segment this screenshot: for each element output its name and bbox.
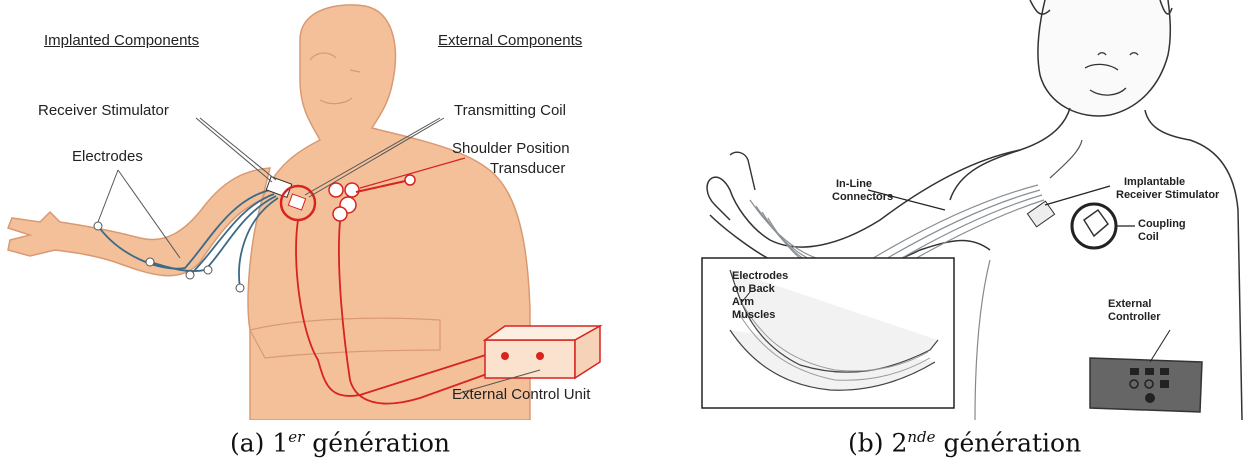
heading-implanted-components: Implanted Components (44, 32, 199, 49)
caption-a: (a) 1er génération (230, 428, 450, 457)
label-coupling-coil: Coupling Coil (1138, 218, 1186, 244)
label-implantable-receiver-stimulator: Implantable Receiver Stimulator (1116, 176, 1219, 202)
heading-external-components: External Components (438, 32, 582, 49)
label-external-control-unit: External Control Unit (452, 386, 590, 403)
label-external-controller: External Controller (1108, 298, 1161, 324)
label-shoulder-position: Shoulder Position (452, 140, 570, 157)
man-head (1038, 0, 1170, 116)
label-transducer: Transducer (490, 160, 565, 177)
label-electrodes-back-arm-muscles: Electrodes on Back Arm Muscles (732, 270, 788, 322)
label-electrodes: Electrodes (72, 148, 143, 165)
external-control-unit-box (485, 340, 575, 378)
external-controller-box (1090, 358, 1202, 412)
panel-a-illustration (0, 0, 640, 420)
caption-b: (b) 2nde génération (848, 428, 1081, 457)
panel-b-illustration (690, 0, 1250, 420)
label-transmitting-coil: Transmitting Coil (454, 102, 566, 119)
label-in-line-connectors: In-Line Connectors (832, 178, 893, 204)
implantable-receiver-device (1027, 201, 1054, 227)
man-arm (707, 150, 1020, 273)
label-receiver-stimulator: Receiver Stimulator (38, 102, 169, 119)
